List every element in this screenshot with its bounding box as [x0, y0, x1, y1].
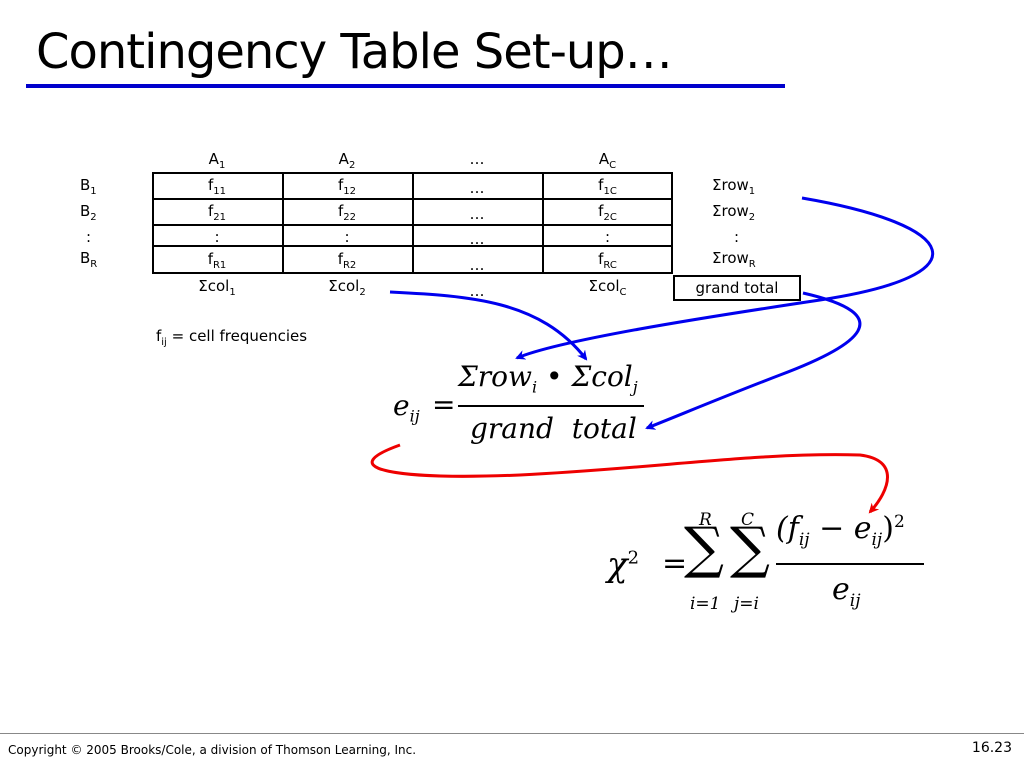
col-header-c: AC	[598, 150, 617, 171]
cell-dots-c: :	[604, 228, 611, 246]
col-sum-c: ΣcolC	[588, 277, 627, 298]
title-underline	[26, 84, 785, 88]
cell-1-ellipsis: …	[469, 179, 485, 197]
row-header-r: BR	[80, 249, 98, 270]
chi-denominator: eij	[832, 572, 861, 611]
cell-1-2: f12	[337, 176, 356, 197]
col-header-2: A2	[338, 150, 356, 171]
sum1-upper: R	[699, 510, 712, 530]
col-sum-ellipsis: …	[469, 282, 485, 300]
slide-number: 16.23	[971, 740, 1012, 756]
cell-1-c: f1C	[598, 176, 617, 197]
cell-2-2: f22	[337, 202, 356, 223]
arrow-row-sum-to-formula	[515, 196, 935, 360]
chi-numerator: (fij − eij)2	[776, 511, 905, 550]
sigma-icon: ∑	[730, 516, 770, 581]
row-header-1: B1	[80, 176, 97, 197]
col-header-ellipsis: …	[469, 150, 485, 168]
row-sum-dots: :	[734, 228, 740, 246]
chi-fraction-bar	[776, 563, 924, 565]
row-sum-1: Σrow1	[712, 176, 756, 197]
row-sum-r: ΣrowR	[712, 249, 756, 270]
chi-symbol: χ2	[607, 545, 640, 585]
sum1-lower: i=1	[690, 594, 721, 614]
cell-r-ellipsis: …	[469, 256, 485, 274]
row-header-ellipsis: :	[86, 228, 92, 246]
row-sum-2: Σrow2	[712, 202, 756, 223]
chi-equals: =	[662, 546, 688, 581]
row-header-2: B2	[80, 202, 97, 223]
cell-2-c: f2C	[598, 202, 617, 223]
copyright-notice: Copyright © 2005 Brooks/Cole, a division…	[8, 743, 417, 757]
arrow-expected-to-chi	[370, 443, 889, 514]
table-grid	[152, 172, 673, 274]
cell-dots-1: :	[214, 228, 220, 246]
slide-title: Contingency Table Set-up…	[36, 24, 673, 80]
formula-e-lhs: eij	[393, 389, 420, 426]
col-sum-1: Σcol1	[198, 277, 236, 298]
cell-2-1: f21	[207, 202, 226, 223]
cell-r-c: fRC	[598, 250, 617, 271]
cell-r-1: fR1	[207, 250, 227, 271]
cell-frequency-legend: fij = cell frequencies	[156, 327, 308, 348]
footer-divider	[0, 733, 1024, 734]
formula-e-numerator: Σrowi • Σcolj	[458, 360, 638, 397]
cell-2-ellipsis: …	[469, 205, 485, 223]
formula-e-fraction-bar	[458, 405, 644, 407]
cell-dots-ellipsis: …	[469, 230, 485, 248]
formula-e-denominator: grand total	[470, 412, 637, 445]
grand-total-box: grand total	[673, 275, 801, 301]
sum2-upper: C	[741, 510, 755, 530]
arrow-col-sum-to-formula	[389, 290, 588, 361]
cell-dots-2: :	[344, 228, 350, 246]
arrow-grand-total-to-formula	[645, 291, 862, 430]
sum2-lower: j=i	[734, 594, 759, 614]
formula-e-equals: =	[432, 388, 456, 421]
sigma-icon: ∑	[684, 516, 724, 581]
cell-r-2: fR2	[337, 250, 357, 271]
cell-1-1: f11	[207, 176, 226, 197]
col-header-1: A1	[208, 150, 226, 171]
col-sum-2: Σcol2	[328, 277, 366, 298]
